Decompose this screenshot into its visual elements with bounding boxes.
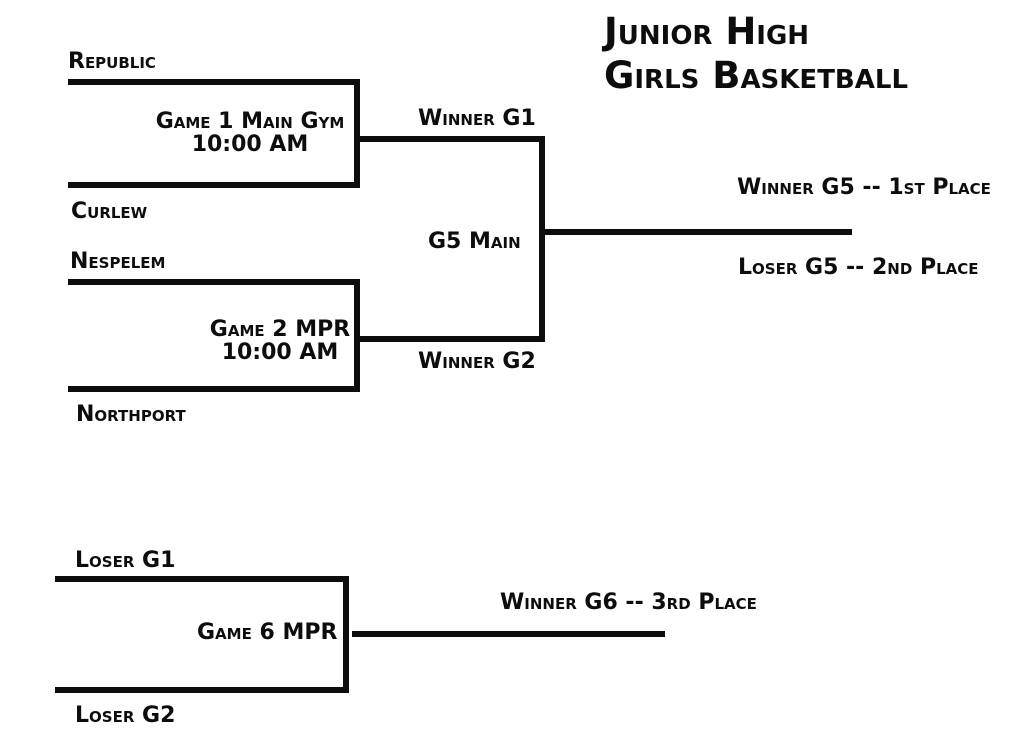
game6-winner-line <box>352 631 665 637</box>
game1-top-line <box>68 79 360 85</box>
game6-location-label: Game 6 MPR <box>197 620 338 645</box>
winner-g1-label: Winner G1 <box>418 106 536 131</box>
team-nespelem: Nespelem <box>70 249 166 274</box>
team-northport: Northport <box>76 402 186 427</box>
loser-g1-label: Loser G1 <box>75 548 176 573</box>
game5-location-label: G5 Main <box>428 229 521 254</box>
game1-location-label: Game 1 Main Gym <box>155 109 345 134</box>
game2-location-label: Game 2 MPR <box>209 317 351 342</box>
game1-time-label: 10:00 AM <box>191 132 309 157</box>
loser-g2-label: Loser G2 <box>75 703 176 728</box>
game6-merge-line <box>343 576 349 693</box>
game2-top-line <box>68 279 360 285</box>
first-place-label: Winner G5 -- 1st Place <box>737 175 991 200</box>
game6-bottom-line <box>55 687 347 693</box>
game5-winner-line <box>539 229 852 235</box>
second-place-label: Loser G5 -- 2nd Place <box>738 255 979 280</box>
team-curlew: Curlew <box>71 199 148 224</box>
game6-top-line <box>55 576 347 582</box>
game2-time-label: 10:00 AM <box>221 340 339 365</box>
third-place-label: Winner G6 -- 3rd Place <box>500 590 757 615</box>
page-title-line1: Junior High <box>604 10 810 53</box>
game5-merge-line <box>539 136 545 342</box>
winner-g2-label: Winner G2 <box>418 349 536 374</box>
team-republic: Republic <box>68 49 156 74</box>
page-title-line2: Girls Basketball <box>604 54 909 97</box>
game1-merge-line <box>354 79 360 188</box>
game2-info: Game 2 MPR 10:00 AM <box>150 318 410 364</box>
game2-bottom-line <box>68 386 360 392</box>
game2-winner-line <box>354 336 545 342</box>
game1-bottom-line <box>68 182 360 188</box>
game1-winner-line <box>354 136 545 142</box>
page-title: Junior High Girls Basketball <box>604 10 908 98</box>
game2-merge-line <box>354 279 360 392</box>
game1-info: Game 1 Main Gym 10:00 AM <box>120 110 380 156</box>
